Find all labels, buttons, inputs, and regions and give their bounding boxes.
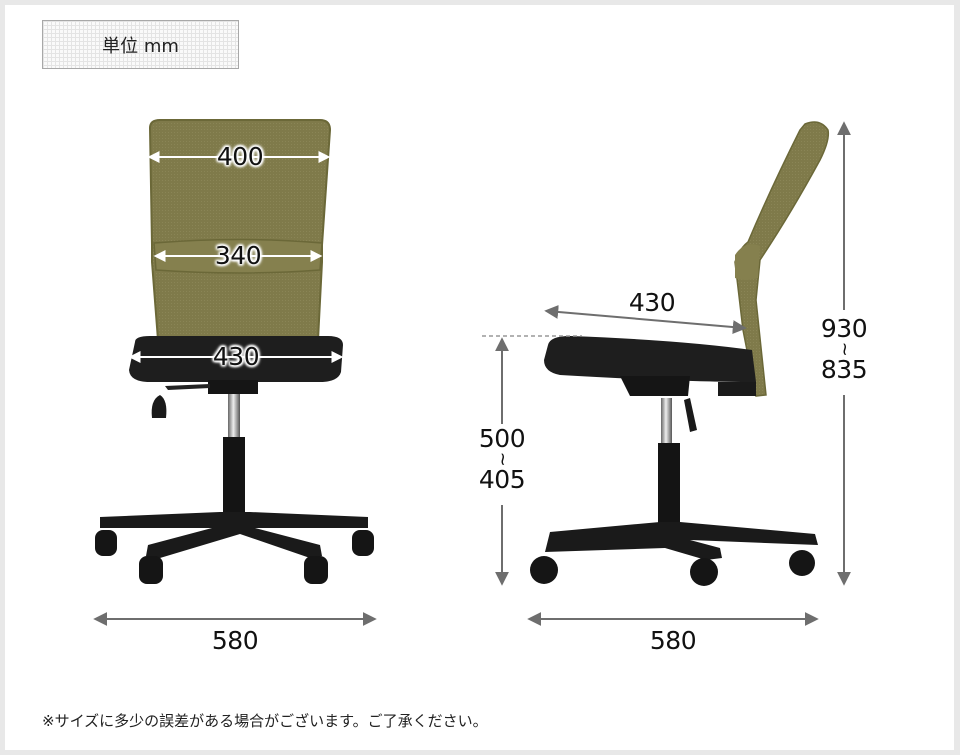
side-base-depth-label: 580 — [649, 626, 697, 655]
front-backrest-width-label: 400 — [216, 142, 264, 171]
size-disclaimer: ※サイズに多少の誤差がある場合がございます。ご了承ください。 — [42, 712, 488, 730]
front-lumbar-width-label: 340 — [214, 241, 262, 270]
side-seat-depth-label: 430 — [628, 288, 676, 317]
total-height-range: 930 ~ 835 — [816, 316, 872, 382]
side-chair — [530, 121, 830, 586]
seat-height-separator: ~ — [492, 451, 514, 467]
seat-height-min: 405 — [478, 465, 526, 495]
total-height-min: 835 — [820, 355, 868, 385]
front-base-width-label: 580 — [211, 626, 259, 655]
total-height-separator: ~ — [834, 341, 856, 357]
total-height-max: 930 — [820, 314, 868, 343]
unit-label: 単位 mm — [102, 35, 179, 57]
side-seat — [544, 336, 756, 382]
seat-height-max: 500 — [478, 424, 526, 453]
seat-height-range: 500 ~ 405 — [474, 426, 530, 492]
unit-label-box: 単位 mm — [42, 20, 239, 69]
side-backrest — [734, 121, 830, 397]
front-seat-width-label: 430 — [212, 342, 260, 371]
front-backrest — [148, 119, 332, 341]
